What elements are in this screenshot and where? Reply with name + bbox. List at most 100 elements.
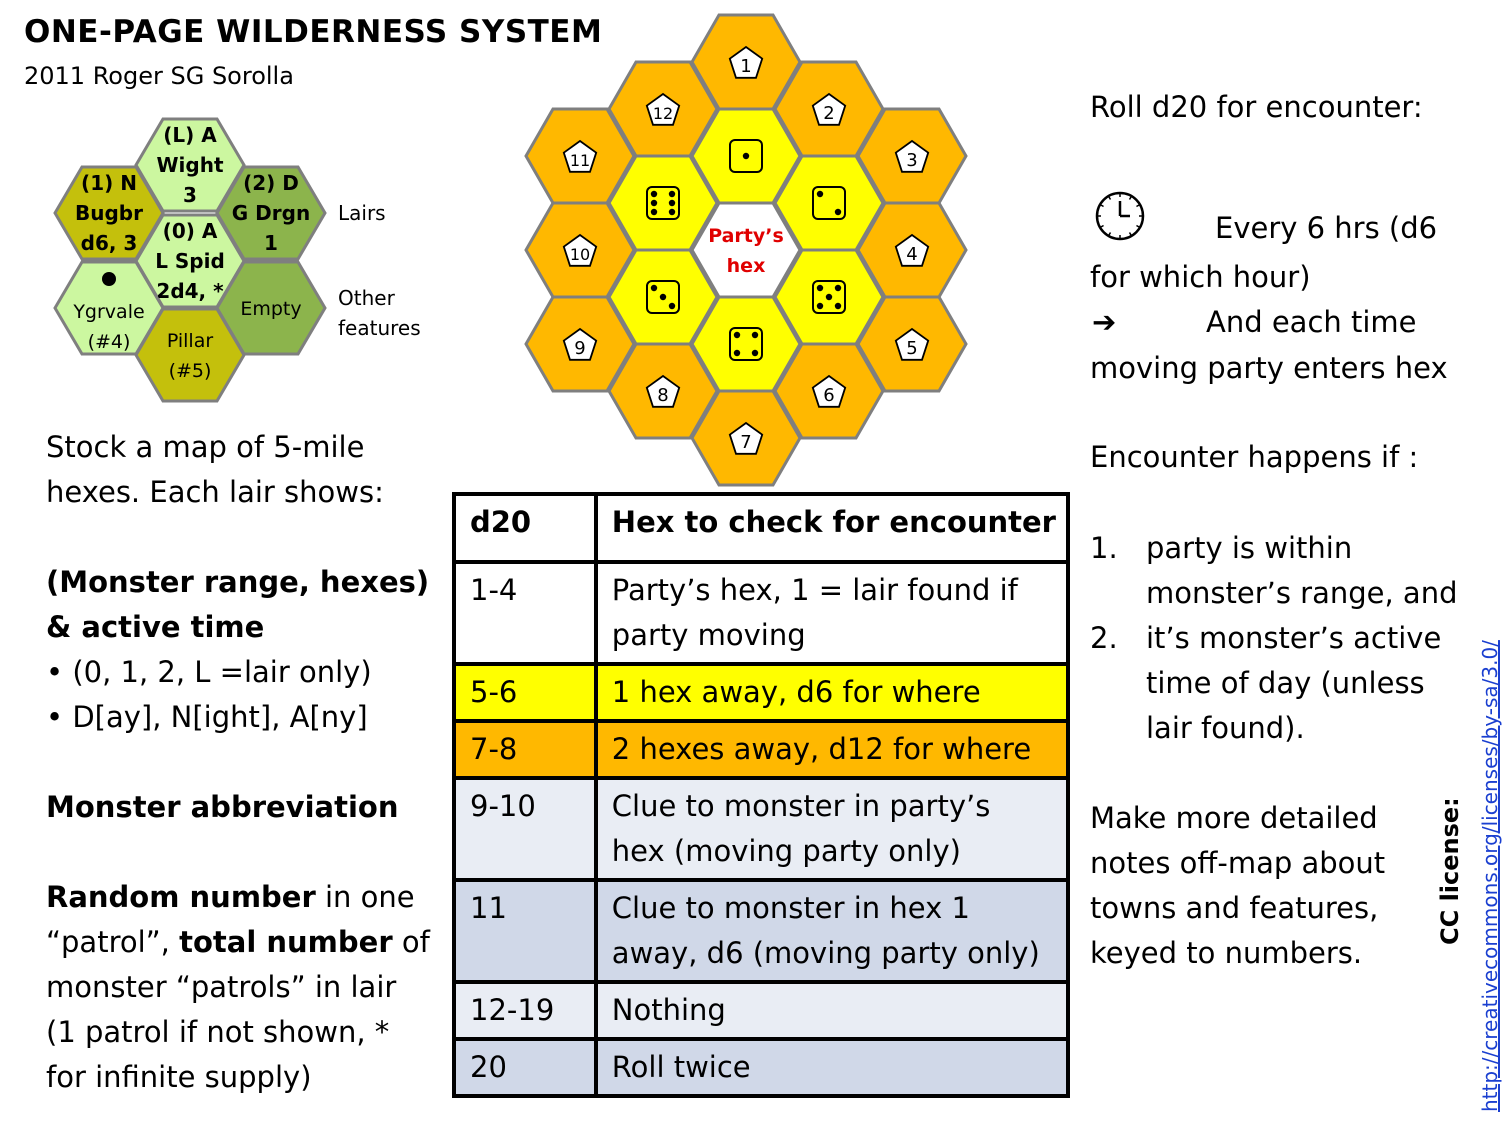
die-icon <box>646 186 680 220</box>
roll-cell: 20 <box>452 1037 598 1098</box>
outer-hex-1: 1 <box>690 13 802 111</box>
encounter-happens: Encounter happens if : <box>1090 440 1419 474</box>
result-cell: Roll twice <box>593 1037 1071 1098</box>
license-link-wrap: http://creativecommons.org/licenses/by-s… <box>1478 640 1502 1112</box>
condition-2-line-2: time of day (unless <box>1146 666 1425 700</box>
result-line-2: hex (moving party only) <box>611 834 961 868</box>
outer-hex-5: 5 <box>856 295 968 393</box>
legend-hex-wight-line-1: (L) A <box>163 123 217 147</box>
legend-hex-ygrvale-line-1: Ygrvale <box>72 301 144 323</box>
outer-hex-number: 5 <box>906 338 917 359</box>
legend-hex-pillar-line-2: (#5) <box>169 360 212 382</box>
outer-hex-number: 10 <box>570 245 590 264</box>
die-icon <box>812 280 846 314</box>
table-row: 12-19 Nothing <box>452 980 1071 1041</box>
notes-line-2: notes off-map about <box>1090 846 1386 880</box>
outer-hex-3: 3 <box>856 107 968 205</box>
location-dot-icon <box>102 272 116 286</box>
result-cell: 1 hex away, d6 for where <box>593 662 1071 723</box>
pentagon-icon <box>728 421 764 455</box>
which-hour: for which hour) <box>1090 260 1311 294</box>
legend-hex-dragon-line-3: 1 <box>264 231 278 255</box>
stock-line-2: hexes. Each lair shows: <box>46 475 384 509</box>
outer-hex-9: 9 <box>524 295 636 393</box>
condition-2-line-1: it’s monster’s active <box>1146 621 1442 655</box>
roll-cell: 12-19 <box>452 980 598 1041</box>
outer-hex-4: 4 <box>856 201 968 299</box>
result-line-1: Clue to monster in hex 1 <box>611 891 970 925</box>
outer-hex-number: 11 <box>570 151 590 170</box>
pentagon-icon <box>562 327 598 361</box>
license-vertical: CC license: <box>1436 797 1468 1110</box>
result-line-1: Party’s hex, 1 = lair found if <box>611 573 1018 607</box>
die-icon <box>729 327 763 361</box>
one-patrol-line: (1 patrol if not shown, * <box>46 1015 390 1049</box>
random-number-line: Random number in one <box>46 875 430 920</box>
result-line-2: away, d6 (moving party only) <box>611 936 1040 970</box>
of-text: of <box>392 925 430 959</box>
page-title: ONE-PAGE WILDERNESS SYSTEM <box>24 14 603 50</box>
range-bullet-2: • D[ay], N[ight], A[ny] <box>46 700 368 734</box>
abbreviation-heading: Monster abbreviation <box>46 790 399 824</box>
roll-cell: 9-10 <box>452 776 598 882</box>
outer-hex-10: 10 <box>524 201 636 299</box>
every-6-hours: Every 6 hrs (d6 <box>1215 211 1438 245</box>
each-time: And each time <box>1206 305 1417 339</box>
result-cell: 2 hexes away, d12 for where <box>593 719 1071 780</box>
legend-hex-ygrvale: Ygrvale (#4) <box>53 260 165 356</box>
license-label: CC license: <box>1436 797 1464 945</box>
range-bullet-1: • (0, 1, 2, L =lair only) <box>46 655 372 689</box>
moving-party-enters: moving party enters hex <box>1090 351 1448 385</box>
inner-hex-6 <box>607 154 719 252</box>
pentagon-icon <box>645 374 681 408</box>
table-header-row: d20 Hex to check for encounter <box>452 492 1071 564</box>
lairs-label: Lairs <box>338 201 386 225</box>
notes-line-4: keyed to numbers. <box>1090 936 1363 970</box>
die-icon <box>646 280 680 314</box>
infinite-supply-line: for infinite supply) <box>46 1060 312 1094</box>
pentagon-icon <box>894 139 930 173</box>
legend-hex-dragon-line-1: (2) D <box>243 171 299 195</box>
result-cell: Clue to monster in hex 1 away, d6 (moving… <box>593 878 1071 984</box>
random-number-rest: in one <box>315 880 415 914</box>
legend-hex-spider-line-1: (0) A <box>163 219 218 243</box>
pentagon-icon <box>562 139 598 173</box>
arrow-icon: ➔ <box>1092 305 1117 339</box>
legend-hex-pillar: Pillar(#5) <box>134 307 246 403</box>
patrols-in-lair-line: monster “patrols” in lair <box>46 970 397 1004</box>
outer-hex-11: 11 <box>524 107 636 205</box>
legend-hex-ygrvale-line-2: (#4) <box>88 331 131 353</box>
author-credit: 2011 Roger SG Sorolla <box>24 62 294 90</box>
legend-hex-bugbear-line-3: d6, 3 <box>81 231 138 255</box>
pentagon-icon <box>728 45 764 79</box>
pentagon-icon <box>894 233 930 267</box>
legend-hex-bugbear-line-1: (1) N <box>81 171 137 195</box>
notes-line-3: towns and features, <box>1090 891 1379 925</box>
range-heading-1: (Monster range, hexes) <box>46 565 430 599</box>
patrol-line: “patrol”, total number of <box>46 920 430 965</box>
clock-icon <box>1095 191 1145 241</box>
condition-1-line-1: party is within <box>1146 531 1353 565</box>
legend-hex-spider-line-2: L Spid <box>155 249 225 273</box>
die-icon <box>812 186 846 220</box>
header-hex-check: Hex to check for encounter <box>593 492 1071 564</box>
outer-hex-12: 12 <box>607 60 719 158</box>
license-link[interactable]: http://creativecommons.org/licenses/by-s… <box>1478 640 1502 1112</box>
result-line-1: Nothing <box>611 993 726 1027</box>
legend-hex-empty: Empty <box>215 260 327 356</box>
inner-hex-4 <box>690 295 802 393</box>
outer-hex-number: 7 <box>740 432 751 453</box>
pentagon-icon <box>645 92 681 126</box>
